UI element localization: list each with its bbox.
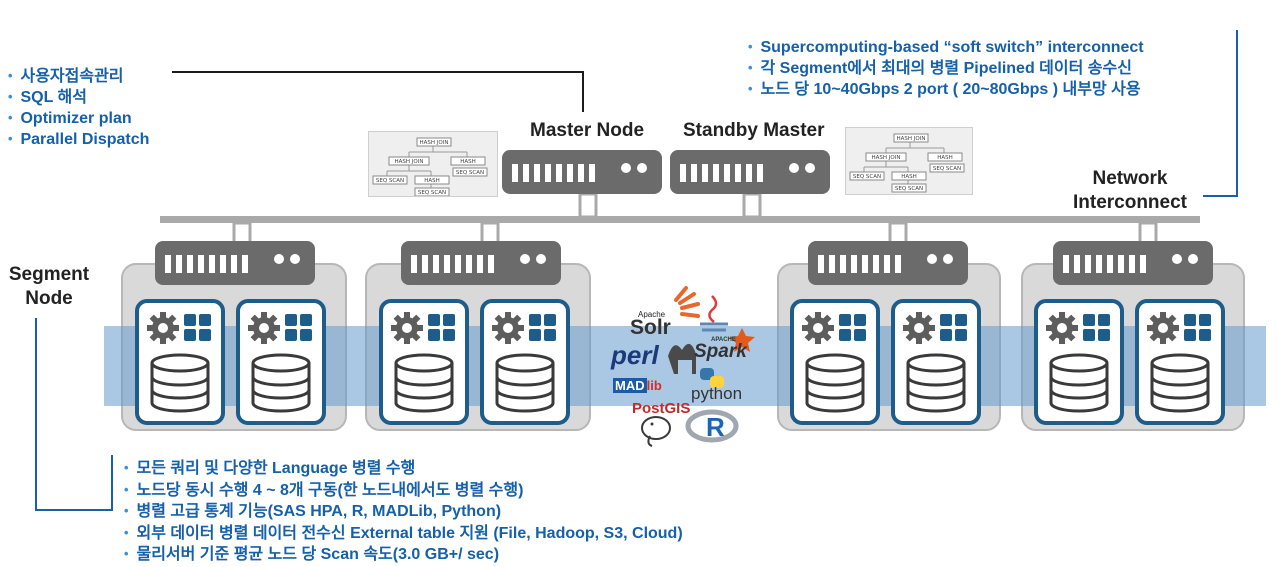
madlib-lib-text: lib: [646, 378, 662, 393]
plan-node-text: SEQ SCAN: [895, 186, 923, 192]
segment-bullet: 외부 데이터 병렬 데이터 전수신 External table 지원 (Fil…: [124, 523, 682, 545]
segment-bullet: 노드당 동시 수행 4 ~ 8개 구동(한 노드내에서도 병렬 수행): [124, 480, 683, 502]
segment-instance: [1135, 299, 1225, 425]
perl-text: perl: [611, 340, 659, 370]
segment-instance: [790, 299, 880, 425]
query-plan-tree: HASH JOIN HASH JOIN HASH SEQ SCAN HASH S…: [849, 133, 965, 193]
interconnect-bullet-list: Supercomputing-based “soft switch” inter…: [748, 37, 1144, 100]
elephant-icon: [641, 416, 671, 447]
plan-node-text: HASH: [901, 174, 917, 180]
segment-instance: [891, 299, 981, 425]
segment-instance: [135, 299, 225, 425]
plan-node-text: SEQ SCAN: [853, 174, 881, 180]
plan-node-text: HASH JOIN: [395, 159, 424, 165]
segment-bullet: 병렬 고급 통계 기능(SAS HPA, R, MADLib, Python): [124, 501, 683, 523]
plan-node-text: SEQ SCAN: [933, 166, 961, 172]
solr-logo-icon: [674, 286, 700, 318]
r-logo-icon: [685, 409, 739, 443]
madlib-mad-text: MAD: [613, 378, 647, 393]
plan-node-text: HASH: [460, 159, 476, 165]
query-plan-right: HASH JOIN HASH JOIN HASH SEQ SCAN HASH S…: [845, 127, 973, 195]
interconnect-bullet: 각 Segment에서 최대의 병렬 Pipelined 데이터 송수신: [748, 58, 1144, 79]
segment-label-line2: Node: [25, 288, 73, 309]
plan-node-text: SEQ SCAN: [456, 170, 484, 176]
postgis-text: PostGIS: [632, 400, 691, 417]
plan-node-text: HASH JOIN: [420, 140, 449, 146]
interconnect-callout-line: [1203, 30, 1238, 197]
python-text: python: [691, 384, 743, 403]
segment-instance: [1034, 299, 1124, 425]
query-plan-left: HASH JOIN HASH JOIN HASH SEQ SCAN HASH S…: [368, 131, 498, 197]
apache-text: Apache: [638, 310, 666, 319]
java-logo-icon: [700, 295, 728, 332]
standby-master-label: Standby Master: [683, 120, 825, 141]
plan-node-text: SEQ SCAN: [376, 178, 404, 184]
segment-node-label: Segment Node: [0, 263, 98, 311]
segment-bullet: 물리서버 기준 평균 노드 당 Scan 속도(3.0 GB+/ sec): [124, 544, 683, 566]
python-logo-icon: [700, 368, 724, 388]
master-bullet: Optimizer plan: [8, 108, 149, 129]
interconnect-bullet: Supercomputing-based “soft switch” inter…: [748, 37, 1143, 58]
master-bullet-list: 사용자접속관리 SQL 해석 Optimizer plan Parallel D…: [8, 66, 149, 150]
plan-node-text: HASH: [424, 178, 440, 184]
network-bus: [160, 216, 1200, 223]
master-stub: [578, 192, 598, 219]
segment-bullet-list: 모든 쿼리 및 다양한 Language 병렬 수행 노드당 동시 수행 4 ~…: [124, 458, 683, 566]
standby-stub: [742, 192, 762, 219]
segment-instance: [236, 299, 326, 425]
network-interconnect-label: Network Interconnect: [1064, 167, 1196, 215]
segment-instance: [379, 299, 469, 425]
master-node-label: Master Node: [530, 120, 645, 141]
spark-star-icon: [729, 328, 755, 352]
solr-text: Solr: [630, 316, 671, 339]
master-bullet: Parallel Dispatch: [8, 129, 149, 150]
interconnect-bullet: 노드 당 10~40Gbps 2 port ( 20~80Gbps ) 내부망 …: [748, 79, 1144, 100]
master-bullet: SQL 해석: [8, 87, 149, 108]
plan-node-text: HASH JOIN: [872, 155, 901, 161]
segment-label-line1: Segment: [8, 264, 90, 285]
segment-callout-line: [35, 318, 113, 511]
network-label-line1: Network: [1092, 168, 1168, 189]
query-plan-tree: HASH JOIN HASH JOIN HASH SEQ SCAN HASH S…: [372, 137, 488, 196]
spark-apache-text: APACHE: [711, 337, 736, 343]
network-label-line2: Interconnect: [1072, 192, 1188, 213]
plan-node-text: HASH JOIN: [897, 136, 926, 142]
camel-icon: [668, 343, 696, 374]
master-bullet: 사용자접속관리: [8, 66, 149, 87]
segment-instance: [480, 299, 570, 425]
spark-text: Spark: [694, 341, 747, 362]
plan-node-text: SEQ SCAN: [418, 190, 446, 196]
plan-node-text: HASH: [937, 155, 953, 161]
segment-bullet: 모든 쿼리 및 다양한 Language 병렬 수행: [124, 458, 683, 480]
r-text: R: [706, 412, 725, 442]
master-callout-line: [172, 71, 584, 112]
